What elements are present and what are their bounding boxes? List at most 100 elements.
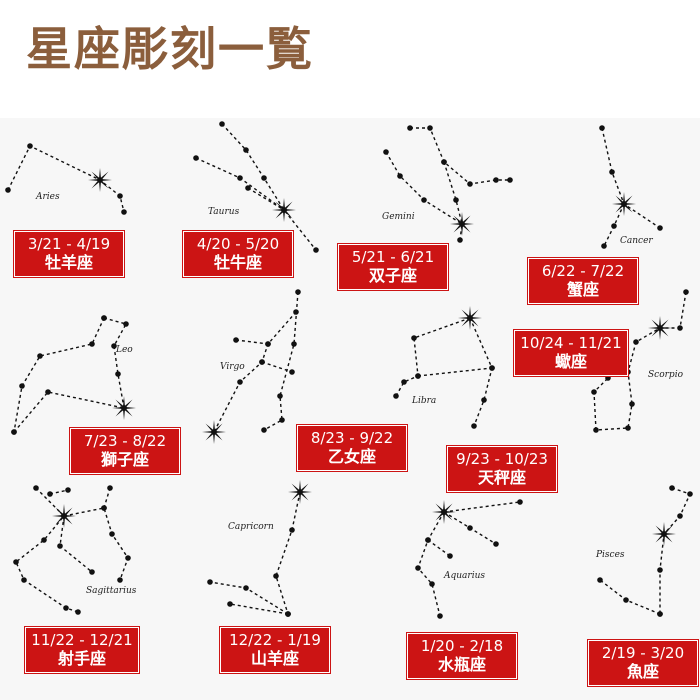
gemini-star (467, 181, 473, 187)
sagittarius-star (109, 531, 115, 537)
virgo-star (233, 337, 239, 343)
libra-star (393, 393, 399, 399)
cancer-constellation (599, 125, 663, 249)
libra-dates: 9/23 - 10/23 (456, 450, 548, 469)
sagittarius-bright-star-icon (52, 504, 76, 528)
aries-link (7, 145, 125, 213)
pisces-link (659, 487, 691, 614)
taurus-kanji: 牡牛座 (213, 252, 262, 272)
libra-star (401, 379, 407, 385)
taurus-star (193, 155, 199, 161)
gemini-star (493, 177, 499, 183)
capricorn-dates: 12/22 - 1/19 (229, 631, 321, 650)
aries-label: 3/21 - 4/19 牡羊座 (13, 230, 125, 278)
taurus-star (243, 147, 249, 153)
aquarius-dates: 1/20 - 2/18 (420, 637, 504, 656)
gemini-link (410, 127, 510, 185)
taurus-star (313, 247, 319, 253)
leo-star (19, 383, 25, 389)
virgo-star (295, 289, 301, 295)
taurus-constellation (193, 121, 319, 253)
virgo-link (213, 311, 297, 433)
libra-star (489, 365, 495, 371)
virgo-dates: 8/23 - 9/22 (310, 429, 394, 448)
cancer-star (601, 243, 607, 249)
scorpio-star (683, 289, 689, 295)
leo-star (123, 321, 129, 327)
gemini-star (407, 125, 413, 131)
pisces-star (597, 577, 603, 583)
libra-star (481, 397, 487, 403)
leo-bright-star-icon (112, 396, 136, 420)
sagittarius-star (33, 485, 39, 491)
scorpio-dates: 10/24 - 11/21 (520, 334, 622, 353)
aquarius-bright-star-icon (432, 500, 456, 524)
pisces-constellation (597, 485, 693, 617)
aquarius-star (467, 525, 473, 531)
virgo-name: Virgo (220, 362, 245, 372)
libra-star (471, 423, 477, 429)
leo-star (101, 315, 107, 321)
sagittarius-star (65, 487, 71, 493)
sagittarius-star (13, 559, 19, 565)
scorpio-label: 10/24 - 11/21 蠍座 (513, 329, 629, 377)
pisces-link (599, 579, 661, 615)
aquarius-star (447, 553, 453, 559)
virgo-star (259, 359, 265, 365)
libra-label: 9/23 - 10/23 天秤座 (446, 445, 558, 493)
scorpio-name: Scorpio (648, 370, 683, 380)
leo-link (13, 391, 125, 433)
aquarius-star (415, 565, 421, 571)
cancer-dates: 6/22 - 7/22 (541, 262, 625, 281)
leo-star (115, 371, 121, 377)
gemini-link (443, 161, 463, 241)
virgo-star (261, 427, 267, 433)
aries-constellation (5, 143, 127, 215)
capricorn-label: 12/22 - 1/19 山羊座 (219, 626, 331, 674)
pisces-star (669, 485, 675, 491)
aquarius-star (425, 537, 431, 543)
cancer-label: 6/22 - 7/22 蟹座 (527, 257, 639, 305)
aquarius-label: 1/20 - 2/18 水瓶座 (406, 632, 518, 680)
gemini-label: 5/21 - 6/21 双子座 (337, 243, 449, 291)
capricorn-star (243, 585, 249, 591)
capricorn-link (229, 603, 289, 615)
gemini-star (507, 177, 513, 183)
virgo-star (265, 341, 271, 347)
taurus-star (219, 121, 225, 127)
virgo-kanji: 乙女座 (327, 446, 376, 466)
libra-constellation (393, 306, 495, 429)
aquarius-link (443, 501, 521, 513)
pisces-star (623, 597, 629, 603)
capricorn-star (273, 573, 279, 579)
gemini-name: Gemini (382, 212, 415, 222)
libra-link (395, 317, 471, 397)
aries-star (27, 143, 33, 149)
gemini-star (457, 237, 463, 243)
pisces-star (677, 513, 683, 519)
leo-star (37, 353, 43, 359)
aquarius-constellation (415, 499, 523, 619)
capricorn-star (227, 601, 233, 607)
gemini-star (427, 125, 433, 131)
sagittarius-star (47, 491, 53, 497)
aries-star (5, 187, 11, 193)
leo-link (13, 317, 105, 433)
constellation-panel (0, 118, 700, 700)
aquarius-name: Aquarius (444, 571, 486, 581)
scorpio-star (677, 325, 683, 331)
capricorn-name: Capricorn (228, 522, 274, 532)
aquarius-star (493, 541, 499, 547)
sagittarius-link (15, 487, 79, 613)
taurus-star (261, 175, 267, 181)
leo-link (103, 317, 128, 409)
capricorn-bright-star-icon (288, 480, 312, 504)
cancer-star (611, 223, 617, 229)
sagittarius-star (75, 609, 81, 615)
sagittarius-star (101, 505, 107, 511)
virgo-star (289, 369, 295, 375)
sagittarius-star (63, 605, 69, 611)
capricorn-constellation (207, 480, 312, 617)
aries-dates: 3/21 - 4/19 (27, 235, 111, 254)
scorpio-star (629, 401, 635, 407)
